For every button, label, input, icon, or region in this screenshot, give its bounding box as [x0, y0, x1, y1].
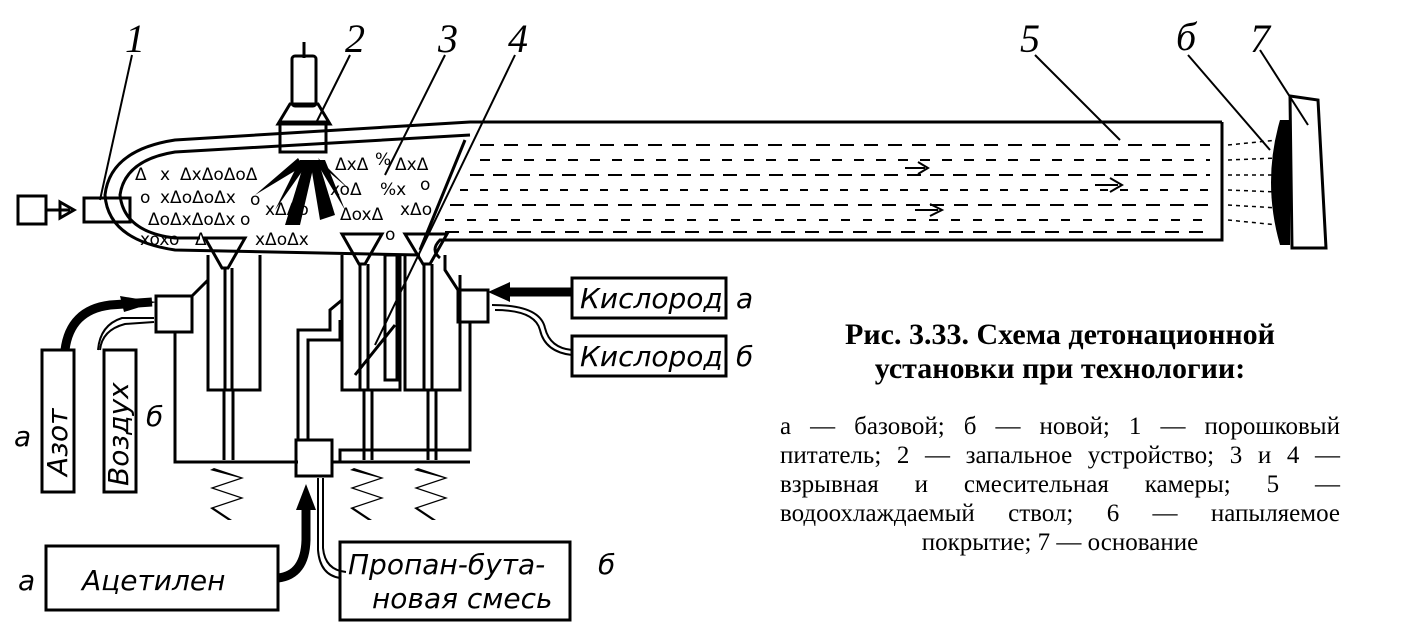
label-3: 3: [437, 16, 458, 61]
svg-text:xΔo: xΔo: [400, 200, 432, 220]
caption-title: Рис. 3.33. Схема детонационной установки…: [780, 318, 1340, 386]
air-variant: б: [146, 400, 163, 433]
gas-boxes: Кислород а Кислород б Азот а Воздух б Ац…: [14, 276, 753, 622]
svg-text:x: x: [160, 165, 170, 185]
gas-lines: [60, 282, 573, 583]
svg-text:o: o: [140, 188, 150, 208]
svg-text:ΔoΔxΔoΔx: ΔoΔxΔoΔx: [148, 210, 235, 230]
gas-mixing-system: [154, 232, 490, 520]
caption-title-line1: Рис. 3.33. Схема детонационной: [845, 318, 1275, 351]
acetylene-box-label: Ацетилен: [80, 564, 225, 597]
barrel: [103, 120, 1224, 260]
propane-box-line2: новая смесь: [372, 582, 552, 615]
caption-body: а — базовой; б — новой; 1 — порошковый п…: [780, 413, 1340, 556]
caption-title-line2: установки при технологии:: [874, 352, 1246, 385]
svg-text:o: o: [240, 210, 250, 230]
air-box-label: Воздух: [102, 382, 135, 486]
svg-text:xΔoΔx: xΔoΔx: [255, 230, 309, 250]
substrate: [1288, 94, 1328, 250]
sprayed-coating: [1271, 120, 1290, 245]
svg-text:xoxo: xoxo: [140, 230, 179, 250]
svg-text:ΔxΔ: ΔxΔ: [395, 155, 429, 175]
leader-lines: [99, 49, 1309, 346]
figure-caption: Рис. 3.33. Схема детонационной установки…: [780, 318, 1340, 557]
svg-text:ΔoxΔ: ΔoxΔ: [340, 205, 384, 225]
powder-feeder: [16, 194, 132, 226]
label-6: б: [1176, 14, 1198, 59]
label-4: 4: [508, 16, 528, 61]
oxygen-b-variant: б: [736, 340, 753, 373]
label-7: 7: [1250, 16, 1272, 61]
label-5: 5: [1020, 16, 1040, 61]
svg-text:o: o: [420, 175, 430, 195]
spark-burst: [255, 158, 350, 225]
svg-text:Δ: Δ: [195, 230, 207, 250]
number-labels: 1 2 3 4 5 б 7: [125, 14, 1272, 61]
oxygen-a-box-label: Кислород: [580, 282, 723, 315]
svg-text:%x: %x: [380, 180, 406, 200]
acetylene-variant: а: [18, 564, 35, 597]
nitrogen-variant: а: [14, 420, 31, 453]
svg-text:o: o: [385, 225, 395, 245]
svg-text:ΔxΔoΔoΔ: ΔxΔoΔoΔ: [180, 165, 258, 185]
label-1: 1: [125, 16, 145, 61]
propane-variant: б: [598, 548, 615, 581]
ignition-device: [255, 42, 350, 225]
propane-box-line1: Пропан-бута-: [348, 548, 545, 581]
label-2: 2: [345, 16, 365, 61]
svg-text:Δ: Δ: [135, 165, 147, 185]
water-cooling-dashes: [445, 144, 1210, 233]
nitrogen-box-label: Азот: [41, 408, 74, 478]
flow-arrows: [905, 161, 1124, 217]
oxygen-a-variant: а: [736, 282, 753, 315]
svg-text:ΔxΔ: ΔxΔ: [335, 155, 369, 175]
svg-text:%: %: [375, 150, 391, 170]
spray-and-substrate: [1227, 94, 1328, 250]
oxygen-b-box-label: Кислород: [580, 340, 723, 373]
svg-text:xΔoΔoΔx: xΔoΔoΔx: [160, 188, 236, 208]
svg-text:o: o: [250, 190, 260, 210]
